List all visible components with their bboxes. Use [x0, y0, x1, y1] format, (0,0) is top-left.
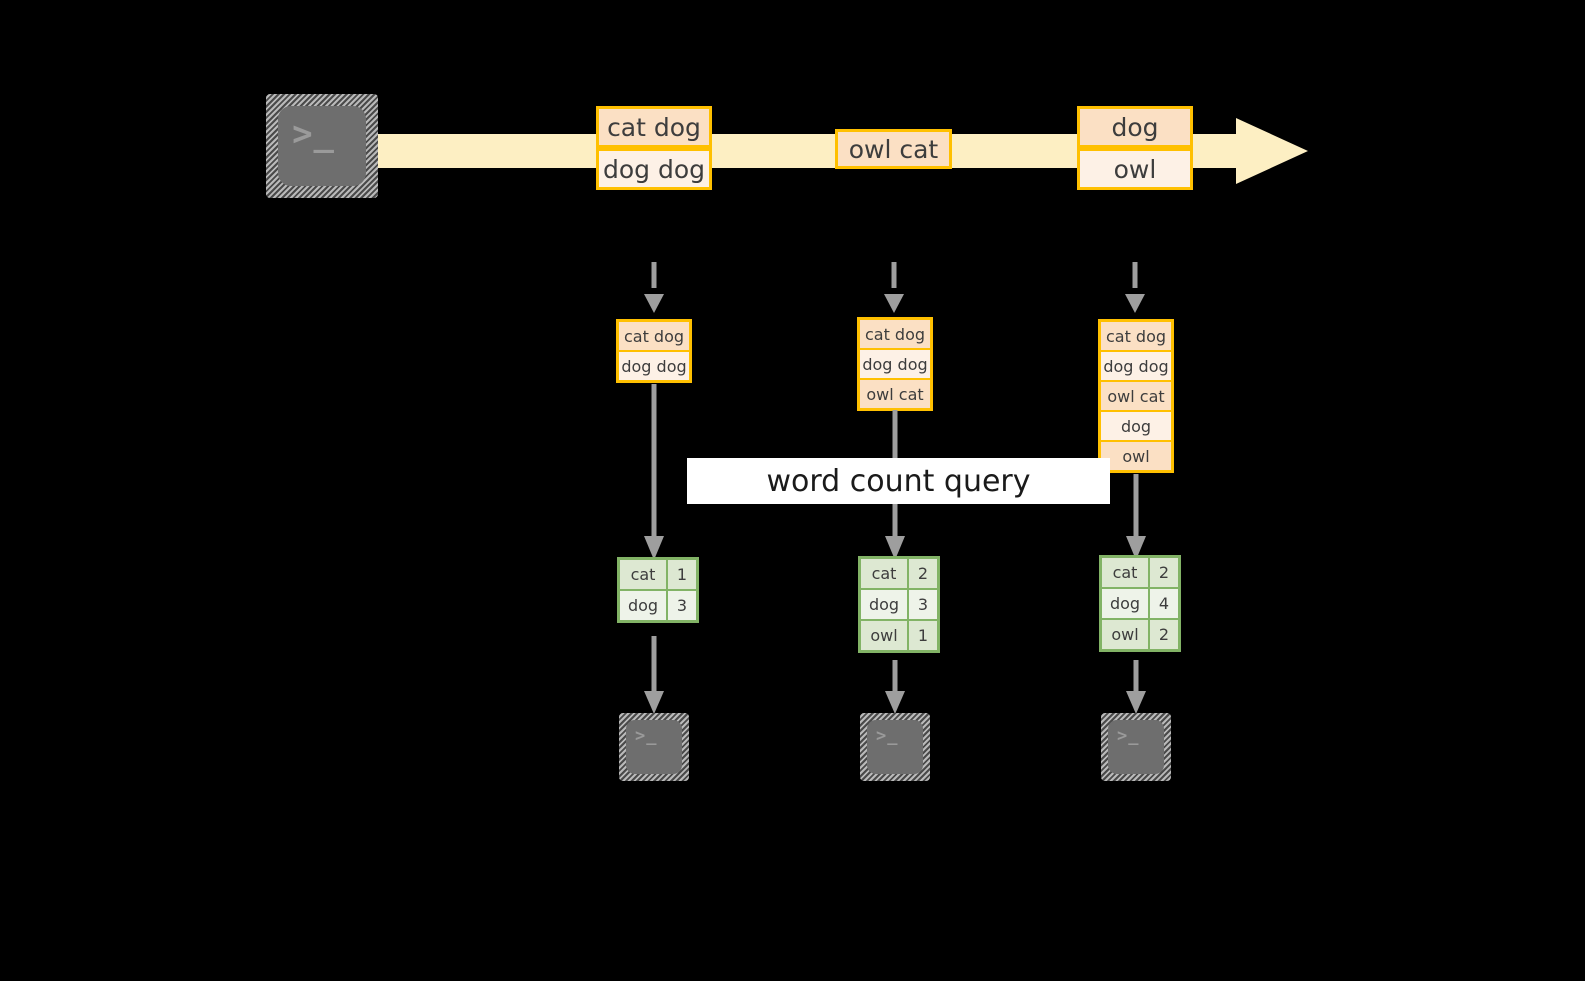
snapshot-1-input-row: cat dog	[619, 322, 689, 350]
table-row: dog 3	[620, 591, 696, 620]
stream-event-1-line-1: cat dog	[596, 106, 712, 148]
result-word: owl	[861, 621, 907, 650]
snapshot-3-input-row: dog	[1101, 412, 1171, 440]
snapshot-1-input-stack: cat dog dog dog	[616, 319, 692, 383]
dashed-down-arrow-2	[884, 262, 904, 313]
snapshot-3-input-row: dog dog	[1101, 352, 1171, 380]
snapshot-2-input-stack: cat dog dog dog owl cat	[857, 317, 933, 411]
table-row: dog 4	[1102, 589, 1178, 618]
result-word: dog	[620, 591, 666, 620]
result-word: cat	[861, 559, 907, 588]
terminal-prompt-glyph: >_	[875, 725, 899, 746]
terminal-prompt-glyph: >_	[1116, 725, 1140, 746]
snapshot-2-input-row: cat dog	[860, 320, 930, 348]
result-table-1: cat 1 dog 3	[617, 557, 699, 623]
table-row: dog 3	[861, 590, 937, 619]
snapshot-3-input-row: cat dog	[1101, 322, 1171, 350]
result-count: 2	[1150, 558, 1178, 587]
stream-event-3-line-1: dog	[1077, 106, 1193, 148]
dashed-down-arrow-1	[644, 262, 664, 313]
table-row: cat 1	[620, 560, 696, 589]
sink-terminal-icon-2: >_	[860, 713, 930, 781]
result-count: 4	[1150, 589, 1178, 618]
snapshot-2-input-row: dog dog	[860, 350, 930, 378]
terminal-prompt-glyph: >_	[292, 114, 336, 155]
result-table-2: cat 2 dog 3 owl 1	[858, 556, 940, 653]
snapshot-1-input-row: dog dog	[619, 352, 689, 380]
dashed-down-arrow-3	[1125, 262, 1145, 313]
sink-arrow-3	[1126, 660, 1146, 714]
query-arrow-3	[1126, 474, 1146, 560]
sink-terminal-icon-3: >_	[1101, 713, 1171, 781]
stream-arrow-icon	[352, 118, 1308, 184]
terminal-screen: >_	[1108, 720, 1164, 774]
terminal-screen: >_	[626, 720, 682, 774]
source-terminal-icon: >_	[266, 94, 378, 198]
result-count: 1	[909, 621, 937, 650]
result-count: 2	[909, 559, 937, 588]
table-row: owl 2	[1102, 620, 1178, 649]
result-count: 2	[1150, 620, 1178, 649]
terminal-screen: >_	[867, 720, 923, 774]
sink-arrow-1	[644, 636, 664, 714]
snapshot-3-input-stack: cat dog dog dog owl cat dog owl	[1098, 319, 1174, 473]
result-count: 3	[668, 591, 696, 620]
result-word: dog	[861, 590, 907, 619]
result-word: cat	[620, 560, 666, 589]
word-count-query-label: word count query	[687, 458, 1110, 504]
terminal-screen: >_	[278, 106, 366, 186]
terminal-prompt-glyph: >_	[634, 725, 658, 746]
snapshot-3-input-row: owl cat	[1101, 382, 1171, 410]
result-word: cat	[1102, 558, 1148, 587]
query-arrow-1	[644, 384, 664, 560]
table-row: cat 2	[1102, 558, 1178, 587]
stream-event-1-line-2: dog dog	[596, 148, 712, 190]
stream-event-3-line-2: owl	[1077, 148, 1193, 190]
sink-terminal-icon-1: >_	[619, 713, 689, 781]
result-word: dog	[1102, 589, 1148, 618]
table-row: owl 1	[861, 621, 937, 650]
snapshot-3-input-row: owl	[1101, 442, 1171, 470]
table-row: cat 2	[861, 559, 937, 588]
sink-arrow-2	[885, 660, 905, 714]
result-word: owl	[1102, 620, 1148, 649]
snapshot-2-input-row: owl cat	[860, 380, 930, 408]
stream-event-2-line-1: owl cat	[835, 129, 952, 169]
result-count: 1	[668, 560, 696, 589]
result-count: 3	[909, 590, 937, 619]
result-table-3: cat 2 dog 4 owl 2	[1099, 555, 1181, 652]
